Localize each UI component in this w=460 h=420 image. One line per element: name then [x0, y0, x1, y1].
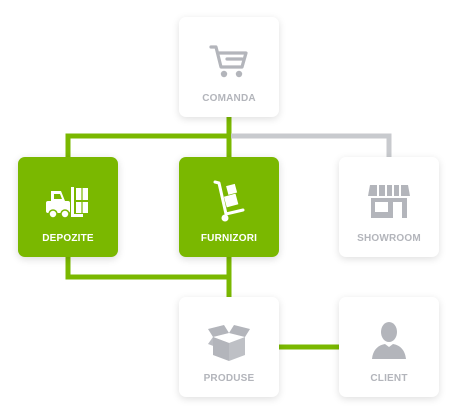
- connector-comanda-depozite: [65, 133, 229, 157]
- connector-comanda-showroom: [231, 133, 392, 157]
- node-showroom[interactable]: SHOWROOM: [339, 157, 439, 257]
- node-furnizori[interactable]: FURNIZORI: [179, 157, 279, 257]
- forklift-icon: [46, 187, 88, 219]
- node-label: SHOWROOM: [357, 233, 421, 244]
- storefront-icon: [368, 185, 410, 218]
- user-icon: [372, 322, 406, 359]
- node-label: DEPOZITE: [42, 233, 94, 244]
- node-comanda[interactable]: COMANDA: [179, 17, 279, 117]
- hand-truck-icon: [213, 180, 245, 222]
- node-depozite[interactable]: DEPOZITE: [18, 157, 118, 257]
- node-label: COMANDA: [202, 93, 256, 104]
- node-client[interactable]: CLIENT: [339, 297, 439, 397]
- node-label: FURNIZORI: [200, 233, 258, 244]
- open-box-icon: [208, 325, 250, 361]
- node-produse[interactable]: PRODUSE: [179, 297, 279, 397]
- shopping-cart-icon: [209, 45, 248, 78]
- node-label: CLIENT: [370, 373, 408, 384]
- node-label: PRODUSE: [203, 373, 255, 384]
- connector-depozite-produse: [65, 257, 229, 280]
